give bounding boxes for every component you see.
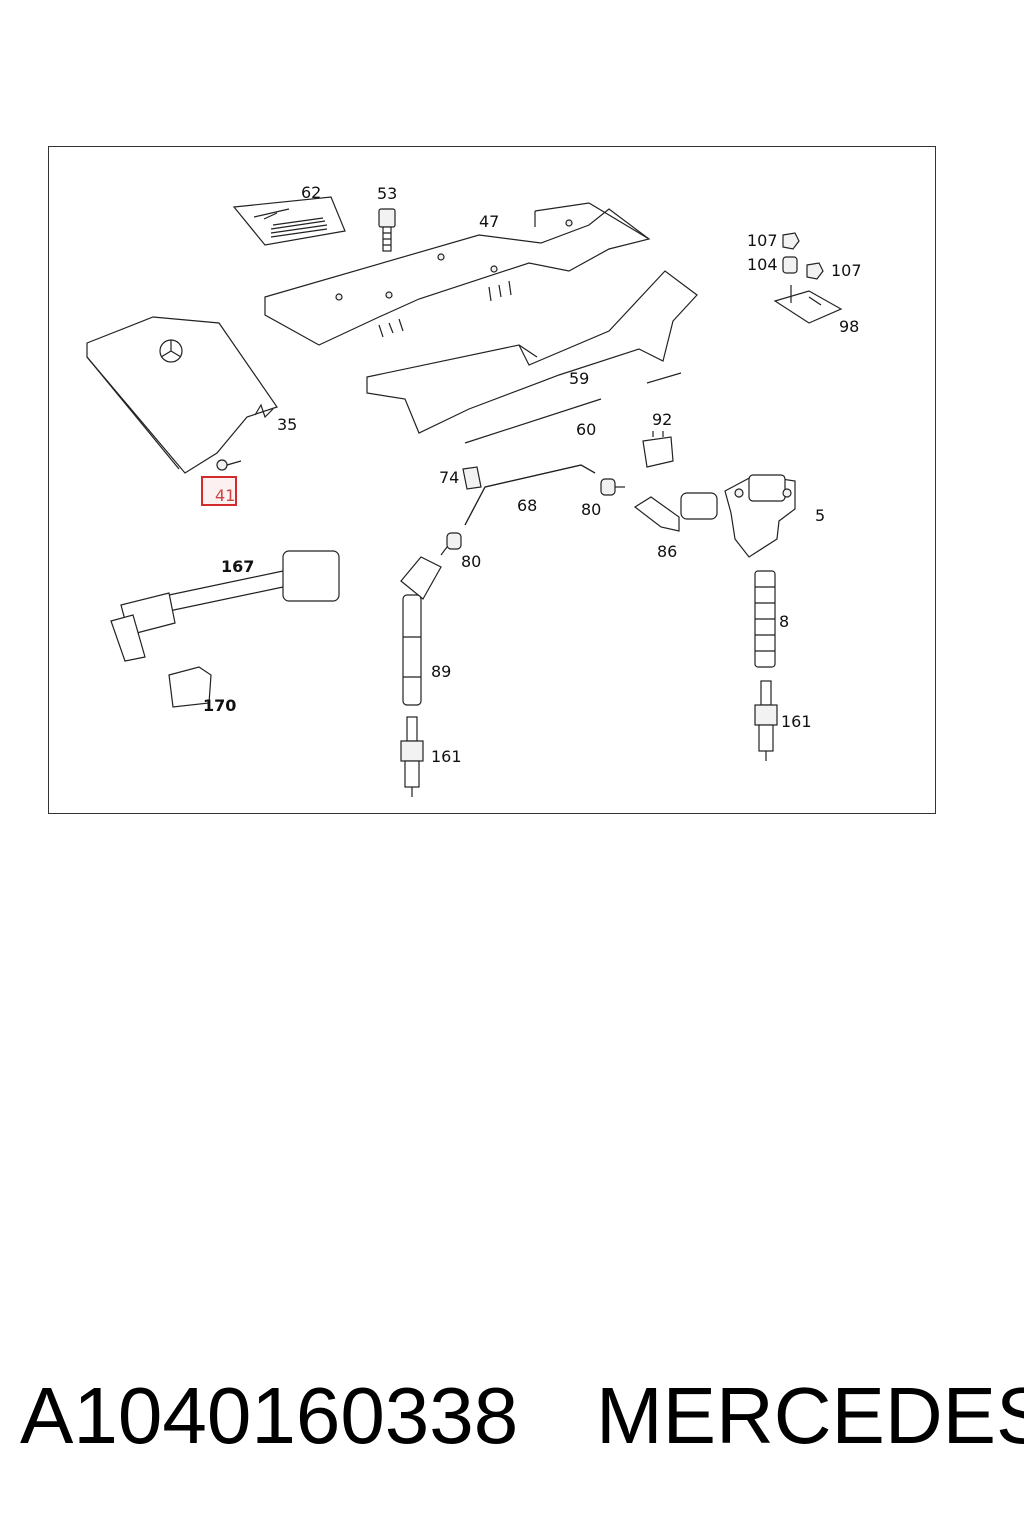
callout-62[interactable]: 62: [301, 183, 321, 202]
callout-161-right[interactable]: 161: [781, 712, 812, 731]
part-35-front-cover: [86, 316, 278, 474]
part-62-label-sticker: [232, 196, 346, 246]
callout-86[interactable]: 86: [657, 542, 677, 561]
callout-80-a[interactable]: 80: [581, 500, 601, 519]
callout-161-left[interactable]: 161: [431, 747, 462, 766]
part-107-nut-b: [806, 262, 824, 280]
callout-5[interactable]: 5: [815, 506, 825, 525]
part-59-engine-cover-lower: [366, 270, 698, 434]
part-74-holder: [462, 466, 482, 490]
part-170-boot: [168, 666, 212, 708]
callout-89[interactable]: 89: [431, 662, 451, 681]
part-161-spark-plug-left: [400, 716, 424, 797]
parts-diagram: 62 53 47 107 104 107 98 35 59 60 92 41 7…: [86, 183, 862, 797]
part-80-connector-a: [600, 478, 625, 496]
part-104-sleeve: [782, 256, 798, 274]
part-167-lead-assembly: [110, 550, 340, 662]
parts-diagram-frame: 62 53 47 107 104 107 98 35 59 60 92 41 7…: [48, 146, 936, 814]
part-92-bracket: [642, 431, 674, 468]
callout-74[interactable]: 74: [439, 468, 459, 487]
part-41-clip: [216, 459, 242, 471]
part-68-ignition-lead: [464, 464, 596, 526]
part-60-strip: [464, 372, 682, 444]
part-161-spark-plug-right: [754, 680, 778, 761]
callout-80-b[interactable]: 80: [461, 552, 481, 571]
part-8-coil-boot: [754, 570, 776, 668]
part-caption: A1040160338 MERCEDES: [20, 1370, 1024, 1470]
part-89-plug-connector: [400, 556, 442, 706]
callout-170[interactable]: 170: [203, 696, 236, 715]
callout-8[interactable]: 8: [779, 612, 789, 631]
part-5-ignition-coil: [724, 474, 796, 558]
callout-68[interactable]: 68: [517, 496, 537, 515]
part-86-angled-plug: [633, 492, 718, 532]
callout-98[interactable]: 98: [839, 317, 859, 336]
callout-41-highlight: [201, 476, 237, 506]
callout-167[interactable]: 167: [221, 557, 254, 576]
callout-104[interactable]: 104: [747, 255, 778, 274]
callout-41[interactable]: 41: [215, 486, 235, 505]
callout-92[interactable]: 92: [652, 410, 672, 429]
callout-107-a[interactable]: 107: [747, 231, 778, 250]
callout-53[interactable]: 53: [377, 184, 397, 203]
brand-name: MERCEDES: [596, 1371, 1024, 1460]
part-107-nut-a: [782, 232, 800, 250]
callout-60[interactable]: 60: [576, 420, 596, 439]
part-number: A1040160338: [20, 1371, 519, 1460]
part-47-engine-cover-upper: [264, 202, 651, 346]
part-80-connector-b: [440, 532, 462, 556]
callout-59[interactable]: 59: [569, 369, 589, 388]
callout-35[interactable]: 35: [277, 415, 297, 434]
part-53-bolt: [378, 208, 396, 252]
callout-107-b[interactable]: 107: [831, 261, 862, 280]
callout-47[interactable]: 47: [479, 212, 499, 231]
part-98-bracket: [773, 285, 843, 324]
